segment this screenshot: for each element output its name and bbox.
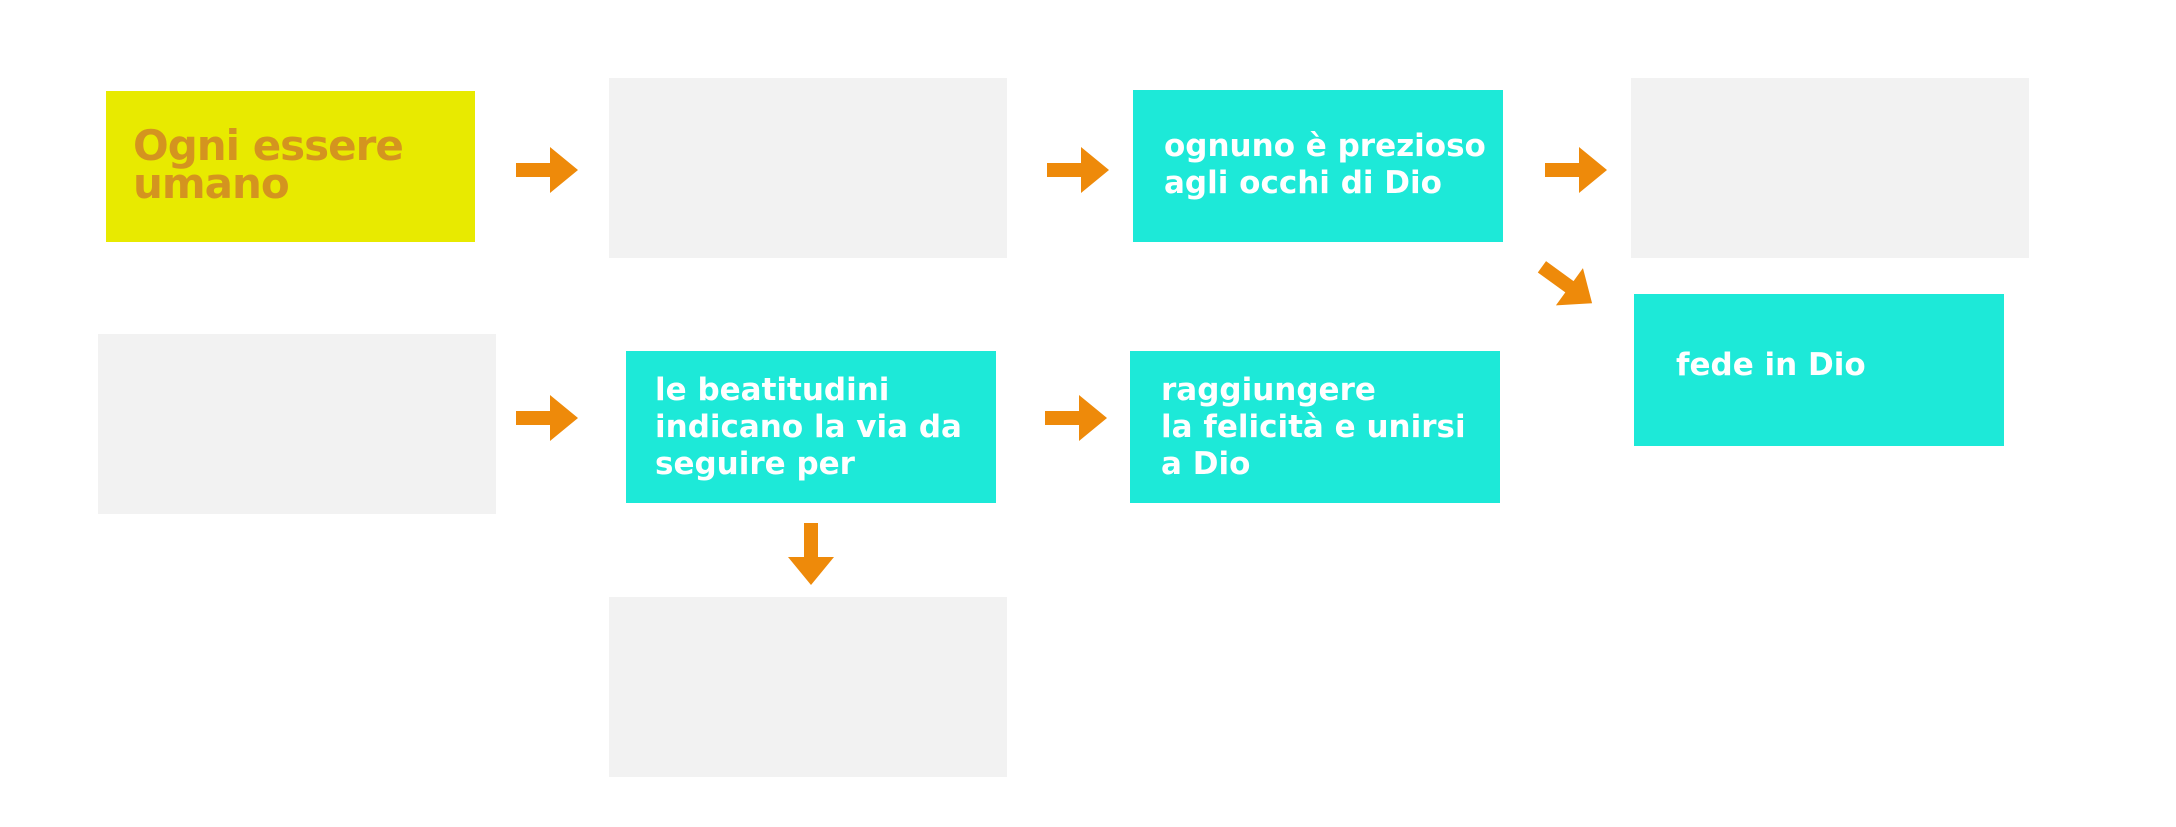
node-beatitudini bbox=[626, 351, 996, 503]
arrow-down-icon bbox=[788, 523, 834, 585]
blank-box-2 bbox=[1631, 78, 2029, 258]
arrow-right-icon bbox=[1545, 147, 1607, 193]
node-ognuno-prezioso bbox=[1133, 90, 1503, 242]
node-beatitudini-label: le beatitudini indicano la via da seguir… bbox=[655, 372, 962, 482]
node-fede-in-dio bbox=[1634, 294, 2004, 446]
node-felicita bbox=[1130, 351, 1500, 503]
arrow-right-icon bbox=[516, 147, 578, 193]
blank-box-1 bbox=[609, 78, 1007, 258]
arrow-diagonal-down-right-icon bbox=[1537, 261, 1593, 306]
blank-box-4 bbox=[609, 597, 1007, 777]
node-fede-in-dio-label: fede in Dio bbox=[1676, 347, 1866, 383]
node-ogni-essere-umano-label: Ogni essere umano bbox=[133, 121, 404, 208]
arrow-right-icon bbox=[1045, 395, 1107, 441]
arrow-right-icon bbox=[516, 395, 578, 441]
blank-box-3 bbox=[98, 334, 496, 514]
node-ognuno-prezioso-label: ognuno è prezioso agli occhi di Dio bbox=[1164, 128, 1486, 201]
arrow-right-icon bbox=[1047, 147, 1109, 193]
node-ogni-essere-umano bbox=[106, 91, 475, 242]
node-felicita-label: raggiungere la felicità e unirsi a Dio bbox=[1161, 372, 1466, 482]
